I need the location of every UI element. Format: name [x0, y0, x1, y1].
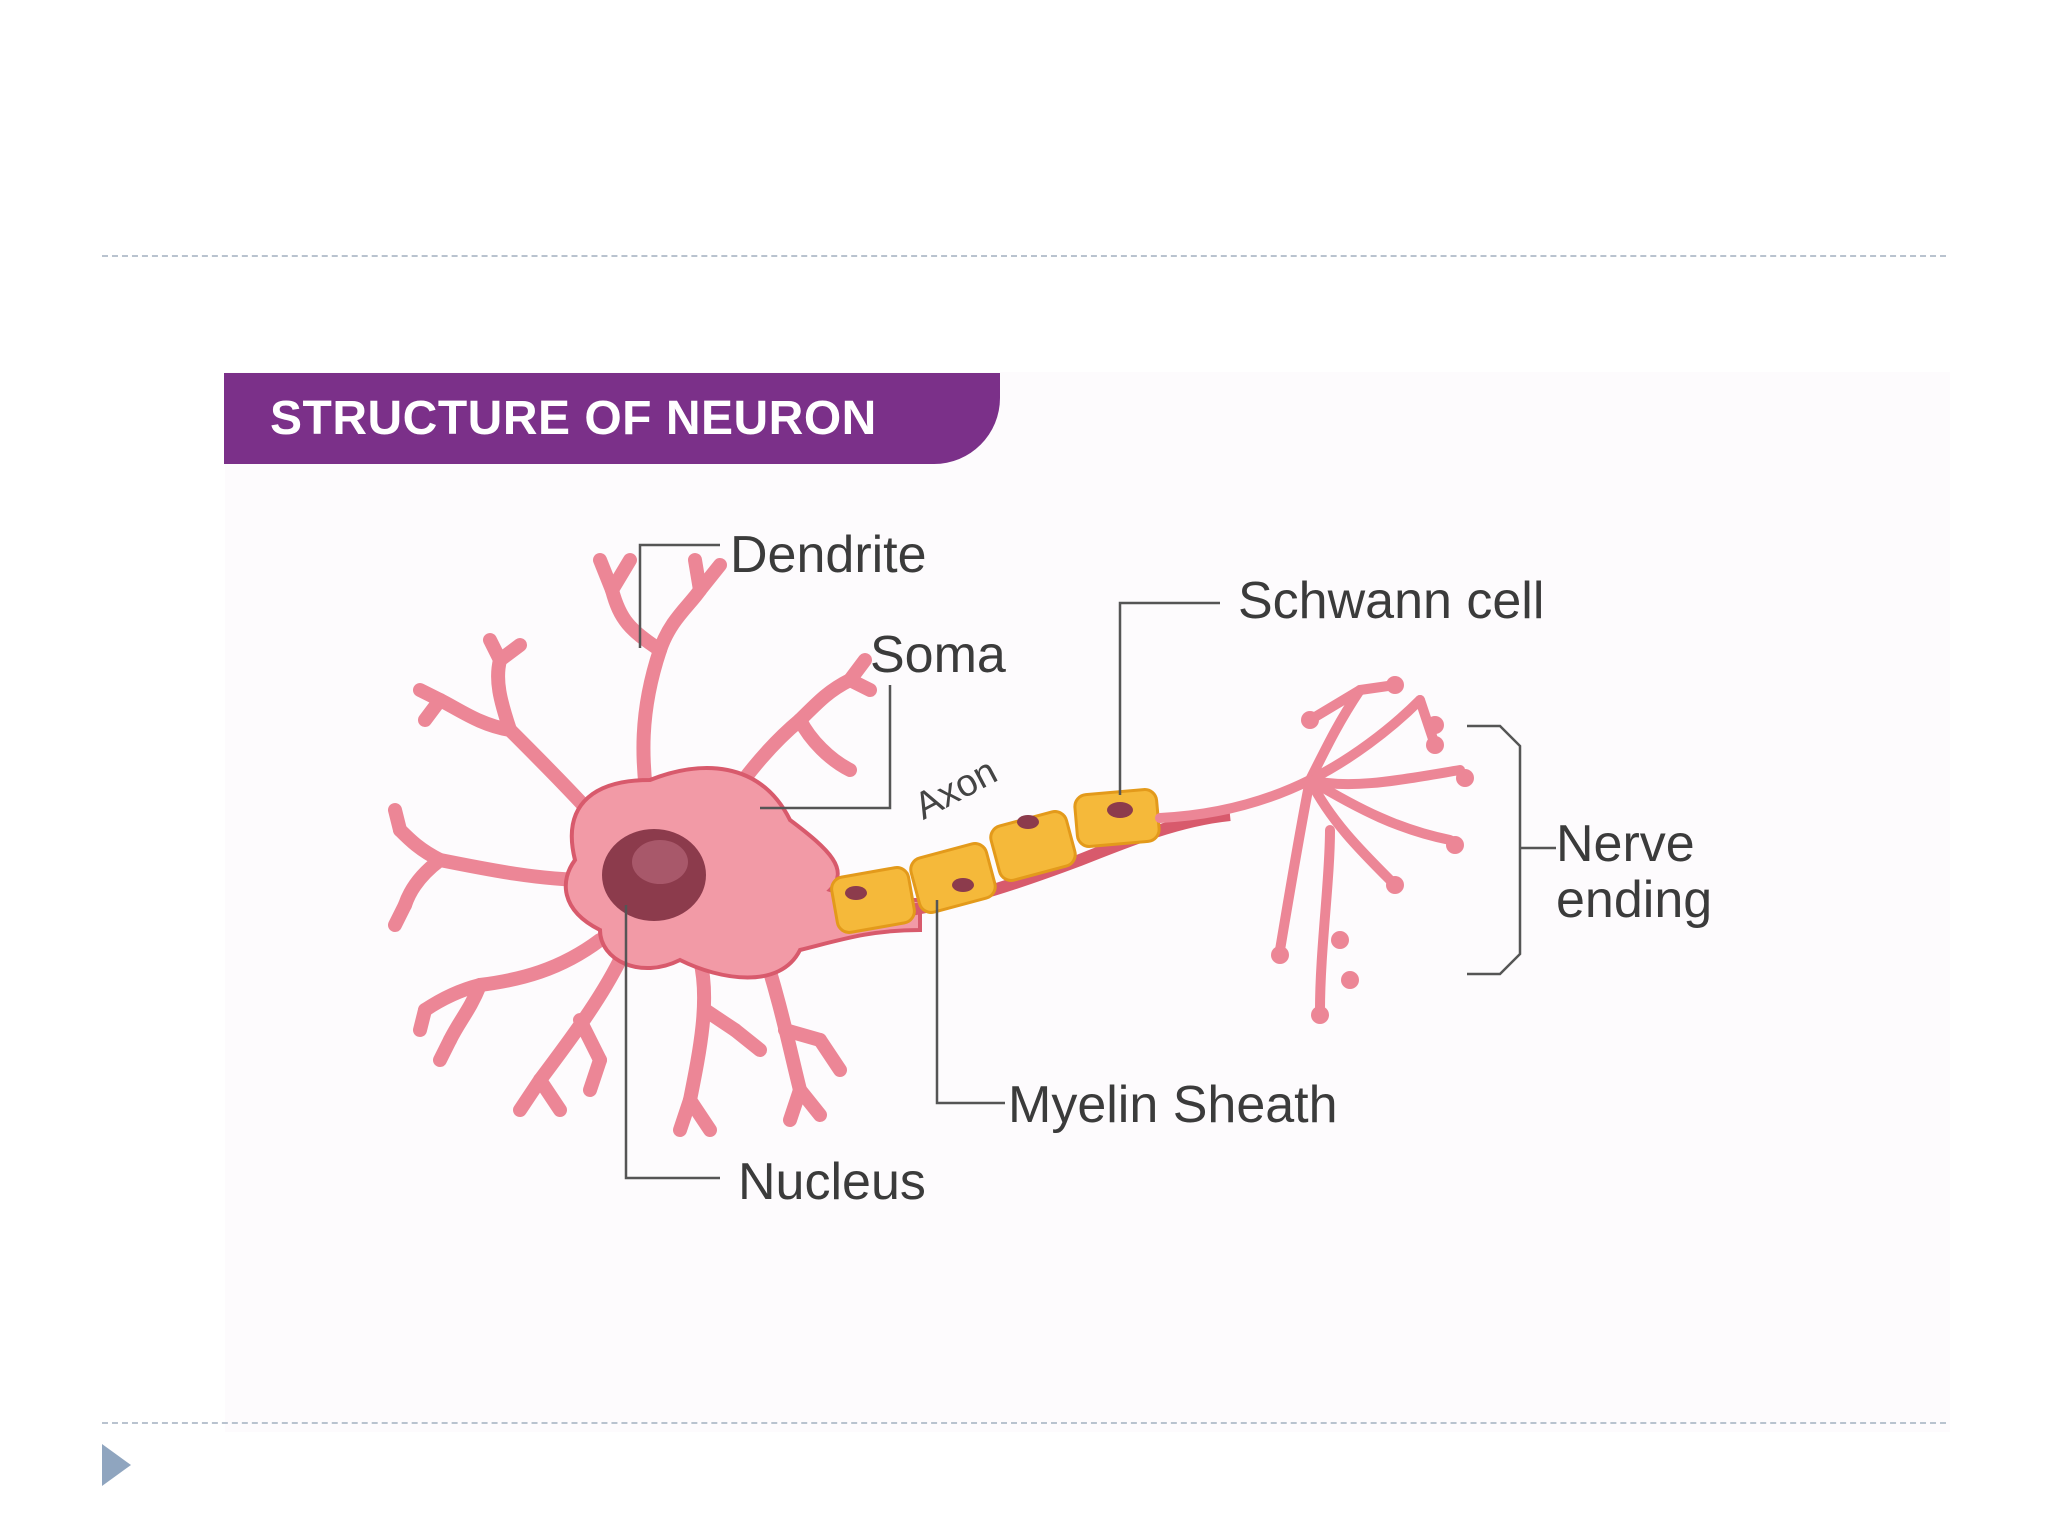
label-nucleus: Nucleus — [738, 1153, 926, 1211]
top-divider — [102, 255, 1946, 257]
label-schwann-cell: Schwann cell — [1238, 572, 1545, 630]
dendrites — [388, 553, 877, 1137]
myelin-segments — [830, 788, 1161, 934]
bottom-divider — [102, 1422, 1946, 1424]
label-soma: Soma — [870, 626, 1006, 684]
leader-lines — [624, 543, 1556, 1180]
label-dendrite: Dendrite — [730, 526, 927, 584]
nerve-ending — [1155, 680, 1465, 1015]
label-nerve-ending-line1: Nerve — [1556, 815, 1695, 873]
label-myelin-sheath: Myelin Sheath — [1008, 1076, 1338, 1134]
figure-panel — [225, 372, 1950, 1432]
nerve-terminals — [1271, 676, 1474, 1024]
label-nerve-ending-line2: ending — [1556, 871, 1713, 929]
play-triangle-icon[interactable] — [102, 1444, 131, 1486]
diagram-title: STRUCTURE OF NEURON — [224, 373, 1000, 464]
